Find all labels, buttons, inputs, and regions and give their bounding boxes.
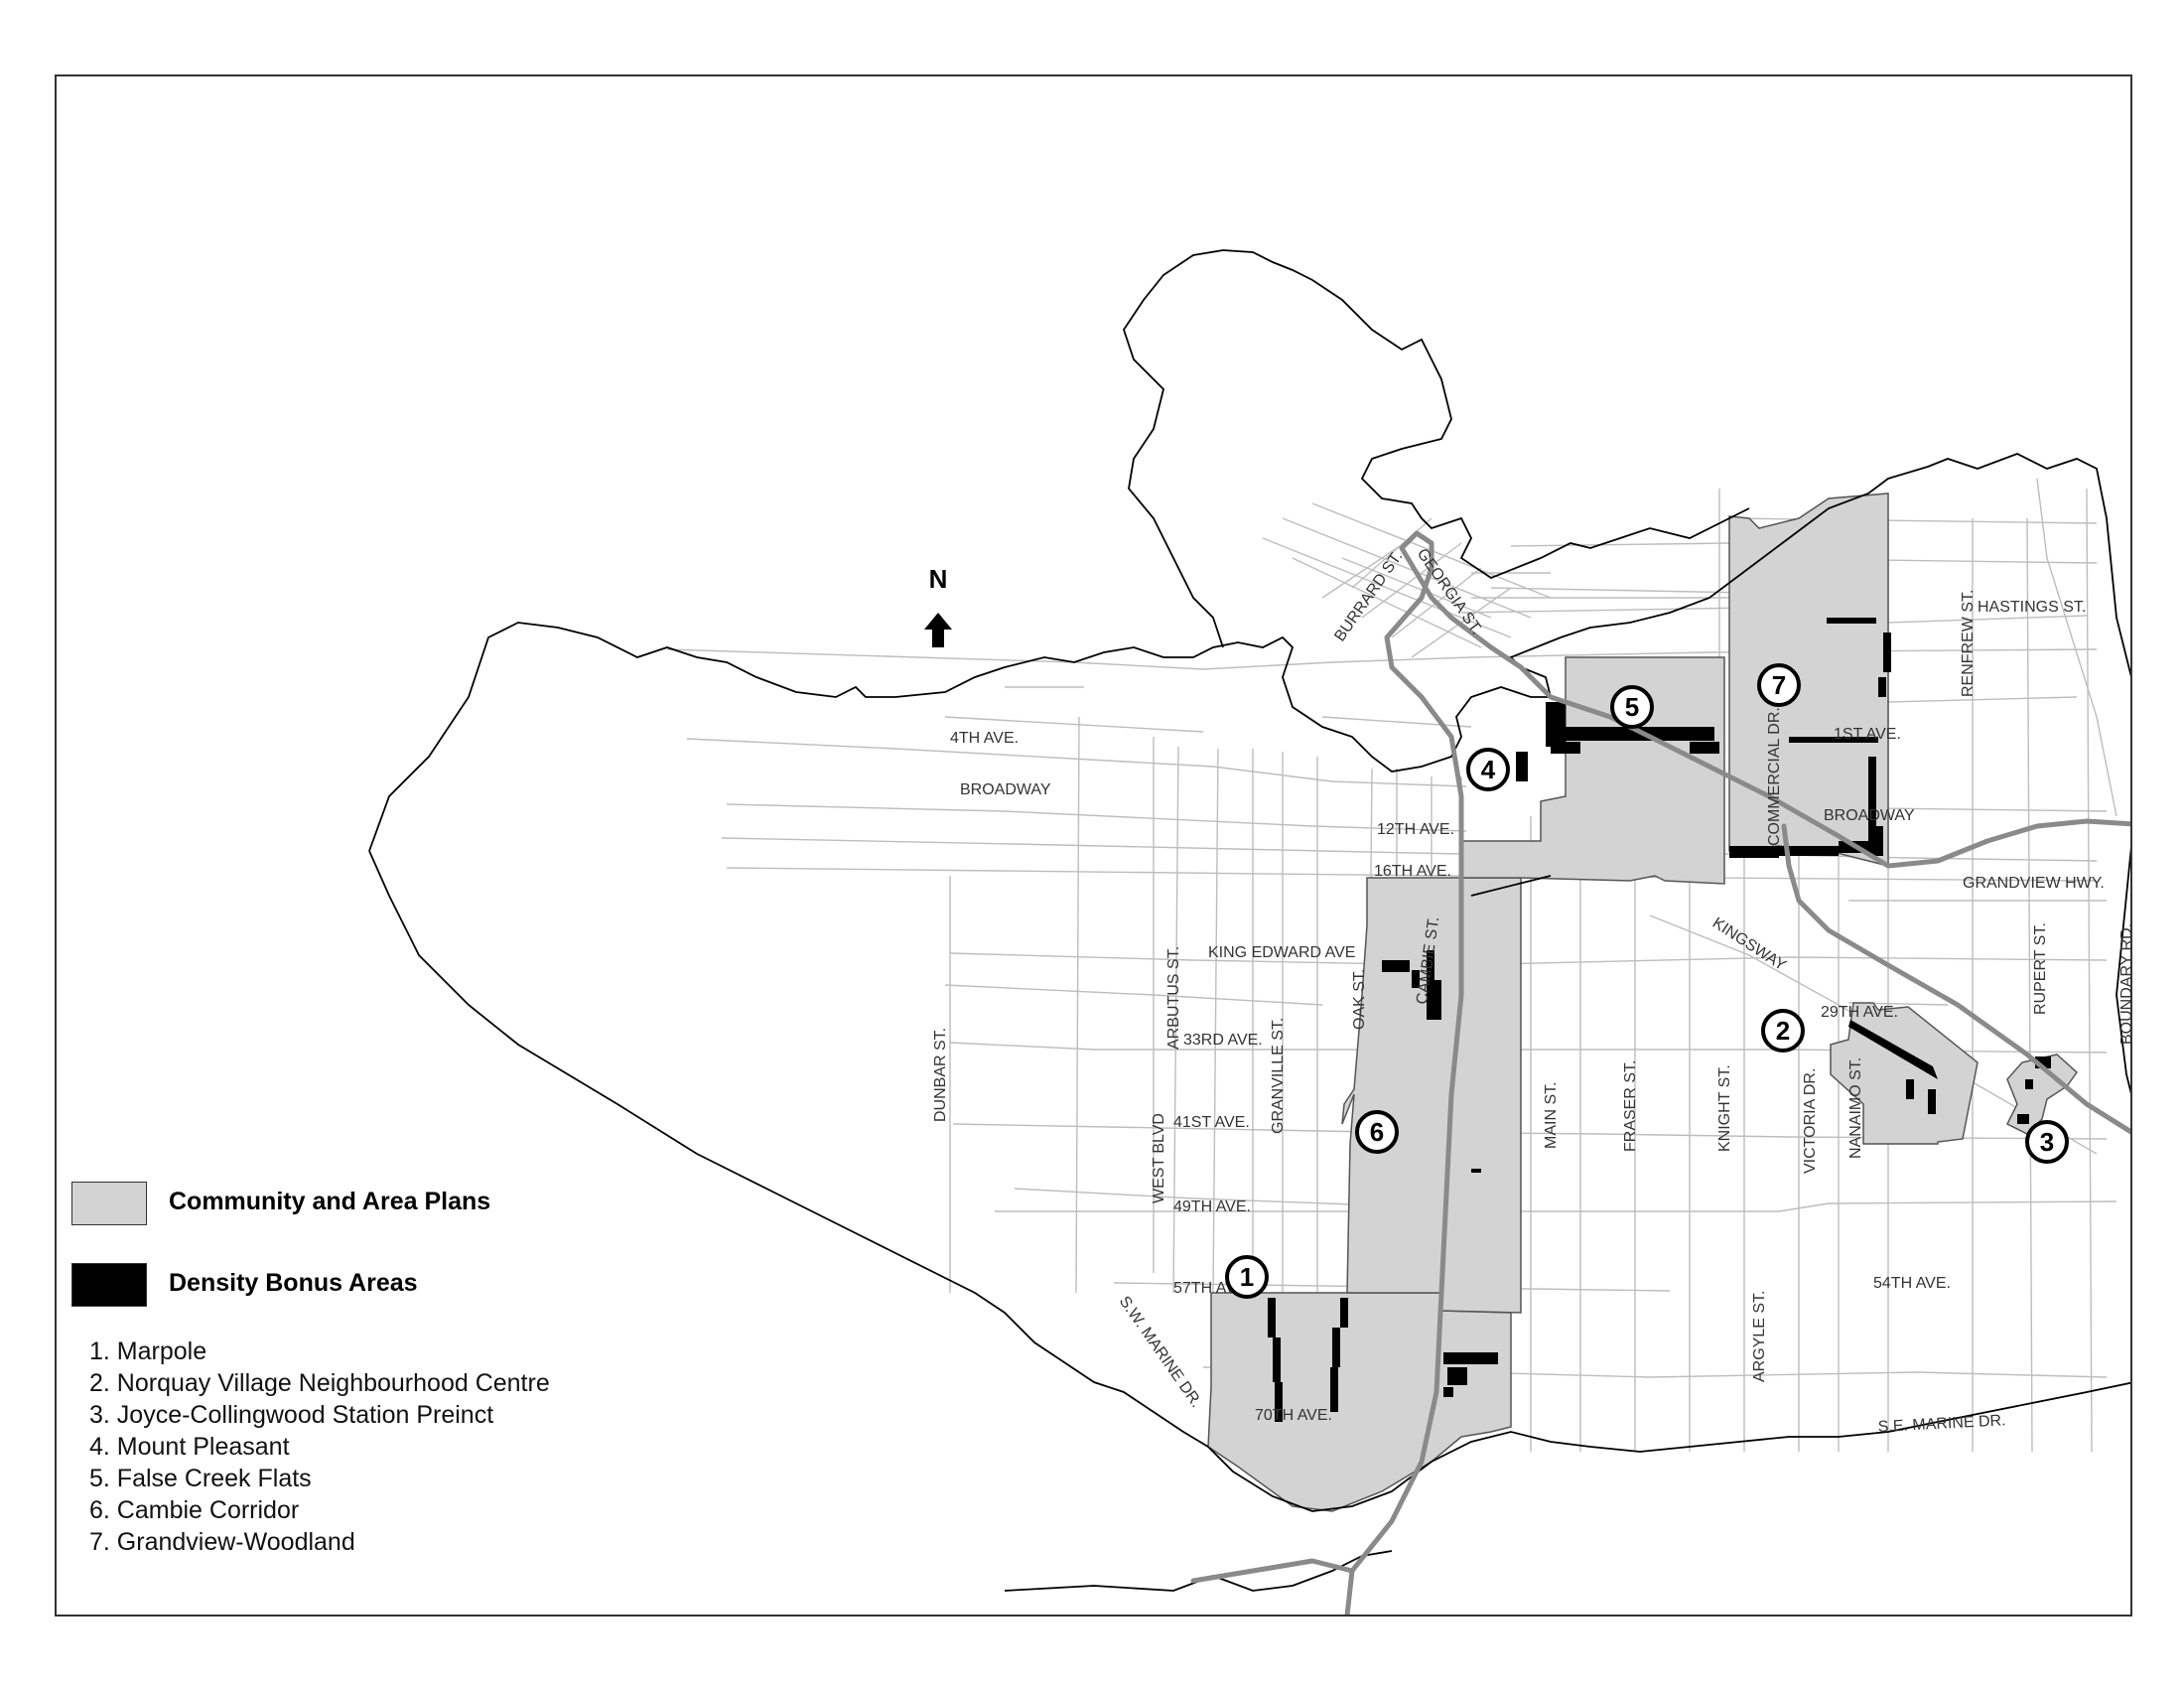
- label-70th-ave: 70TH AVE.: [1255, 1407, 1332, 1424]
- marker-7: 7: [1757, 663, 1801, 707]
- label-west-blvd: WEST BLVD: [1151, 1113, 1167, 1203]
- plan-list-item: 7. Grandview-Woodland: [89, 1528, 355, 1556]
- plan-list-item: 6. Cambie Corridor: [89, 1496, 300, 1524]
- plan-area-norquay-village: [1830, 1002, 1979, 1145]
- label-victoria-dr: VICTORIA DR.: [1802, 1068, 1819, 1174]
- label-sw-marine-dr: S.W. MARINE DR.: [1116, 1294, 1205, 1411]
- marker-6: 6: [1355, 1110, 1399, 1154]
- marker-4: 4: [1466, 748, 1510, 791]
- plan-list-item: 4. Mount Pleasant: [89, 1433, 290, 1461]
- svg-text:6: 6: [1370, 1117, 1384, 1147]
- marker-3: 3: [2025, 1120, 2069, 1164]
- svg-text:3: 3: [2040, 1127, 2054, 1157]
- label-12th-ave: 12TH AVE.: [1377, 821, 1454, 838]
- legend-swatch-community-plans: [71, 1182, 147, 1225]
- legend-label-density-bonus: Density Bonus Areas: [169, 1269, 418, 1297]
- plan-list-item: 3. Joyce-Collingwood Station Preinct: [89, 1401, 494, 1429]
- label-main-st: MAIN ST.: [1543, 1081, 1560, 1149]
- svg-text:4: 4: [1481, 755, 1496, 784]
- north-label: N: [929, 564, 948, 594]
- marker-5: 5: [1610, 685, 1654, 729]
- label-4th-ave: 4TH AVE.: [950, 730, 1019, 747]
- plan-area-mount-pleasant: [1460, 656, 1725, 885]
- label-commercial-dr: COMMERCIAL DR.: [1766, 707, 1783, 846]
- label-broadway-east: BROADWAY: [1824, 807, 1915, 824]
- label-arbutus-st: ARBUTUS ST.: [1165, 946, 1182, 1050]
- plan-list-item: 1. Marpole: [89, 1337, 207, 1365]
- label-knight-st: KNIGHT ST.: [1716, 1064, 1733, 1152]
- map-frame: HASTINGS ST. BURRARD ST. GEORGIA ST. 4TH…: [55, 74, 2132, 1617]
- legend-label-community-plans: Community and Area Plans: [169, 1188, 491, 1215]
- label-oak-st: OAK ST.: [1351, 969, 1368, 1030]
- plan-markers: 1 2 3 4 5 6 7: [1225, 663, 2069, 1299]
- vancouver-map: HASTINGS ST. BURRARD ST. GEORGIA ST. 4TH…: [368, 249, 2132, 1615]
- transit-lines: [1190, 530, 2130, 1615]
- label-granville-st: GRANVILLE ST.: [1270, 1018, 1287, 1134]
- svg-text:5: 5: [1625, 692, 1639, 722]
- label-33rd-ave: 33RD AVE.: [1183, 1032, 1263, 1049]
- plan-area-cambie-corridor: [1341, 877, 1522, 1314]
- label-1st-ave: 1ST AVE.: [1834, 726, 1901, 743]
- svg-text:1: 1: [1240, 1262, 1254, 1292]
- label-dunbar-st: DUNBAR ST.: [932, 1028, 949, 1122]
- label-41st-ave: 41ST AVE.: [1173, 1114, 1250, 1131]
- north-arrow: N: [924, 564, 952, 647]
- label-rupert-st: RUPERT ST.: [2032, 922, 2049, 1015]
- label-grandview-hwy: GRANDVIEW HWY.: [1963, 875, 2105, 892]
- label-broadway: BROADWAY: [960, 781, 1051, 798]
- label-renfrew-st: RENFREW ST.: [1960, 590, 1977, 697]
- label-fraser-st: FRASER ST.: [1622, 1060, 1639, 1152]
- svg-text:7: 7: [1772, 670, 1786, 700]
- plan-list-item: 2. Norquay Village Neighbourhood Centre: [89, 1369, 550, 1397]
- label-argyle-st: ARGYLE ST.: [1751, 1291, 1768, 1382]
- legend-swatch-density-bonus: [71, 1263, 147, 1307]
- label-nanaimo-st: NANAIMO ST.: [1847, 1057, 1864, 1159]
- svg-text:2: 2: [1776, 1016, 1790, 1046]
- plan-list-item: 5. False Creek Flats: [89, 1465, 312, 1492]
- label-king-edward-ave: KING EDWARD AVE: [1208, 944, 1355, 961]
- label-16th-ave: 16TH AVE.: [1374, 863, 1451, 880]
- north-arrow-icon: [924, 613, 952, 647]
- plan-list: 1. Marpole 2. Norquay Village Neighbourh…: [89, 1336, 550, 1558]
- coastline: [368, 249, 2130, 1592]
- density-bonus-areas: [1268, 618, 2051, 1422]
- label-hastings-st: HASTINGS ST.: [1978, 599, 2086, 616]
- marker-1: 1: [1225, 1255, 1269, 1299]
- label-29th-ave: 29TH AVE.: [1821, 1004, 1898, 1021]
- marker-2: 2: [1761, 1009, 1805, 1053]
- label-49th-ave: 49TH AVE.: [1173, 1198, 1251, 1215]
- label-54th-ave: 54TH AVE.: [1873, 1275, 1951, 1292]
- label-se-marine-dr: S.E. MARINE DR.: [1877, 1412, 2006, 1436]
- label-boundary-rd: BOUNDARY RD.: [2118, 923, 2132, 1045]
- plan-area-marpole: [1207, 1292, 1512, 1512]
